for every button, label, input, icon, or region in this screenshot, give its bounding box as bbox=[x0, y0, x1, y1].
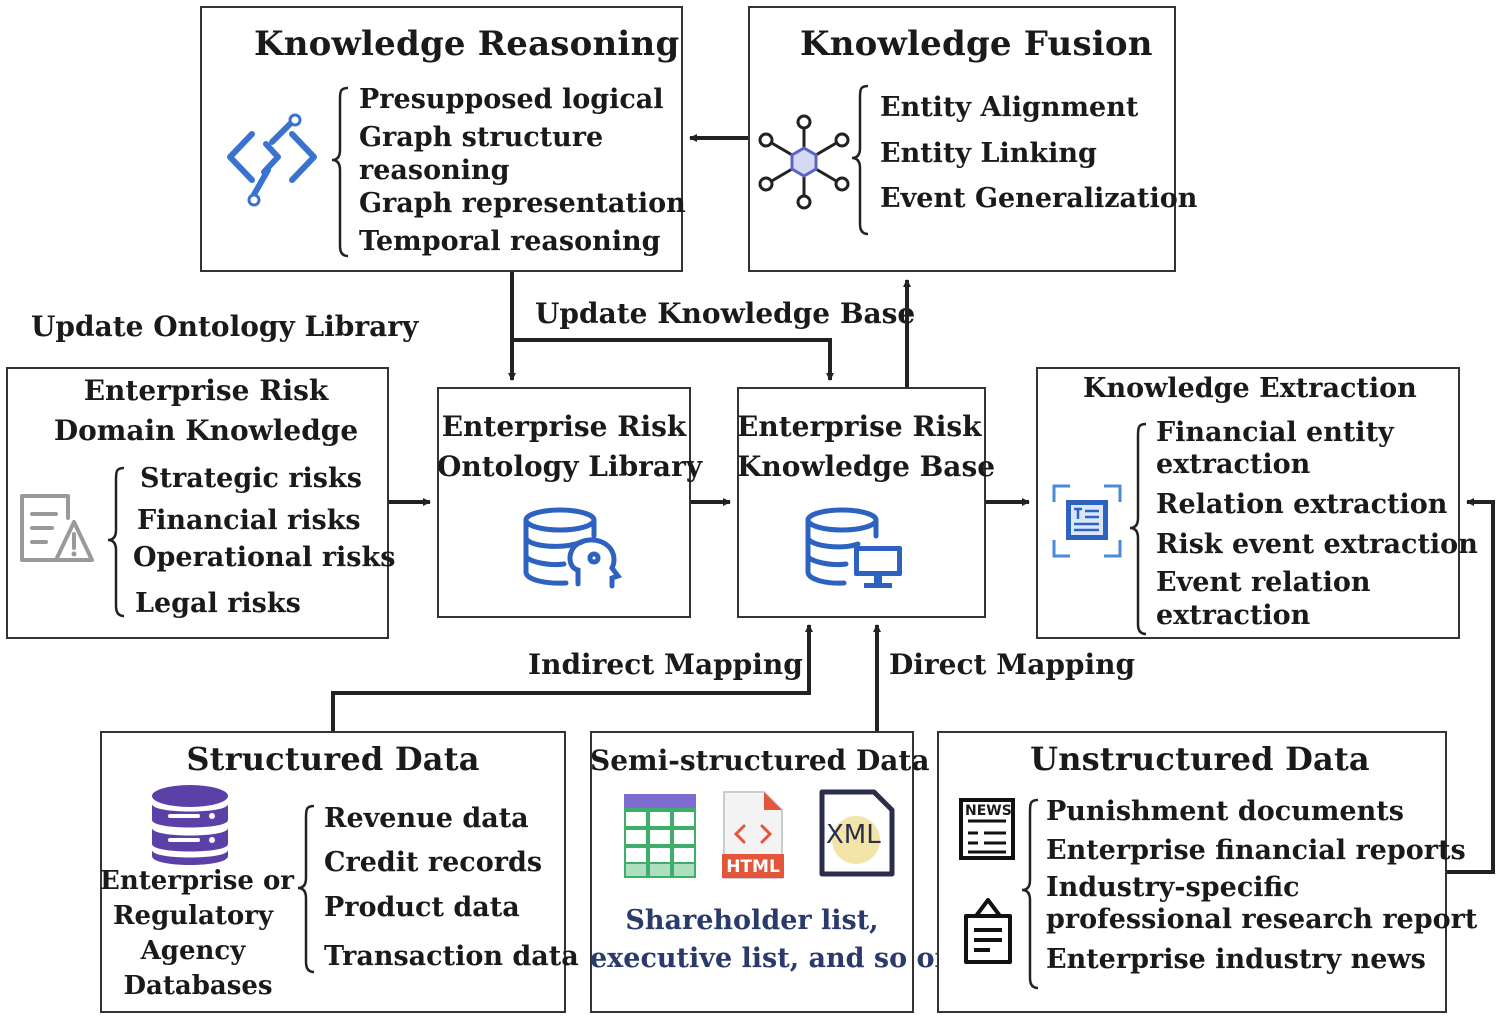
risk-item: Legal risks bbox=[135, 588, 301, 619]
update-knowledge-base-label: Update Knowledge Base bbox=[535, 297, 916, 330]
risk-item: Strategic risks bbox=[140, 463, 362, 494]
knowledge-fusion-title: Knowledge Fusion bbox=[800, 24, 1153, 64]
structured-item: Transaction data bbox=[324, 941, 579, 972]
brace-domain bbox=[107, 466, 125, 618]
unstructured-item: Punishment documents bbox=[1046, 796, 1404, 827]
source-label: Regulatory bbox=[112, 901, 274, 931]
arrow-unstructured-to-extraction bbox=[1447, 498, 1495, 874]
knowledge-base-title: Knowledge Base bbox=[737, 450, 996, 483]
brace-fusion bbox=[851, 84, 869, 236]
brace-unstructured bbox=[1021, 798, 1039, 990]
extraction-item: extraction bbox=[1156, 600, 1311, 631]
unstructured-data-box bbox=[937, 731, 1447, 1013]
arrow-to-knowledge-base bbox=[512, 338, 834, 381]
knowledge-base-title: Enterprise Risk bbox=[737, 410, 982, 443]
knowledge-extraction-title: Knowledge Extraction bbox=[1083, 373, 1417, 404]
brace-reasoning bbox=[331, 86, 349, 258]
fusion-item: Event Generalization bbox=[880, 183, 1198, 214]
extraction-item: extraction bbox=[1156, 449, 1311, 480]
unstructured-item: Industry-specific bbox=[1046, 872, 1300, 903]
semi-caption: Shareholder list, bbox=[625, 905, 879, 936]
document-warning-icon bbox=[20, 494, 94, 562]
html-file-label: HTML bbox=[726, 857, 780, 877]
xml-file-icon bbox=[819, 789, 895, 877]
ontology-library-title: Ontology Library bbox=[437, 450, 703, 483]
structured-item: Revenue data bbox=[324, 803, 529, 834]
code-link-icon bbox=[227, 113, 317, 207]
domain-knowledge-title: Domain Knowledge bbox=[53, 414, 359, 447]
knowledge-reasoning-box bbox=[200, 6, 683, 272]
update-ontology-library-label: Update Ontology Library bbox=[31, 310, 419, 343]
indirect-mapping-label: Indirect Mapping bbox=[528, 648, 803, 681]
database-stack-icon bbox=[152, 785, 228, 865]
database-head-icon bbox=[523, 507, 623, 589]
reasoning-item: Temporal reasoning bbox=[359, 226, 661, 257]
risk-item: Operational risks bbox=[133, 542, 396, 573]
xml-file-label: XML bbox=[826, 820, 881, 850]
source-label: Agency bbox=[140, 936, 246, 966]
reasoning-item: Graph structure bbox=[359, 122, 604, 153]
source-label: Enterprise or bbox=[100, 866, 294, 896]
fusion-item: Entity Linking bbox=[880, 138, 1097, 169]
risk-item: Financial risks bbox=[137, 505, 361, 536]
unstructured-item: Enterprise industry news bbox=[1046, 944, 1426, 975]
knowledge-reasoning-title: Knowledge Reasoning bbox=[254, 24, 680, 64]
newspaper-icon bbox=[959, 798, 1015, 860]
structured-data-box bbox=[100, 731, 566, 1013]
database-monitor-icon bbox=[805, 507, 902, 588]
structured-item: Credit records bbox=[324, 847, 543, 878]
html-file-icon bbox=[722, 791, 784, 879]
source-label: Databases bbox=[123, 971, 273, 1001]
extraction-item: Event relation bbox=[1156, 567, 1371, 598]
fusion-item: Entity Alignment bbox=[880, 92, 1139, 123]
ontology-library-title: Enterprise Risk bbox=[441, 410, 687, 443]
extraction-item: Financial entity bbox=[1156, 417, 1394, 448]
domain-knowledge-title: Enterprise Risk bbox=[83, 374, 329, 407]
arrow-indirect-mapping bbox=[331, 624, 813, 731]
knowledge-base-box bbox=[737, 387, 986, 618]
brace-extraction bbox=[1129, 422, 1147, 636]
reasoning-item: Graph representation bbox=[359, 188, 686, 219]
semi-structured-data-title: Semi-structured Data bbox=[590, 744, 930, 777]
extraction-item: Risk event extraction bbox=[1156, 529, 1478, 560]
structured-data-title: Structured Data bbox=[186, 740, 480, 778]
spreadsheet-icon bbox=[624, 794, 696, 878]
direct-mapping-label: Direct Mapping bbox=[889, 648, 1136, 681]
unstructured-data-title: Unstructured Data bbox=[1030, 740, 1370, 778]
semi-caption: executive list, and so on bbox=[590, 943, 955, 974]
ontology-library-box bbox=[437, 387, 691, 618]
newspaper-label: NEWS bbox=[965, 803, 1012, 819]
structured-item: Product data bbox=[324, 892, 520, 923]
network-hub-icon bbox=[758, 114, 850, 210]
brace-structured bbox=[297, 804, 315, 974]
reasoning-item: reasoning bbox=[359, 155, 510, 186]
unstructured-item: professional research report bbox=[1046, 904, 1478, 935]
clipboard-document-icon bbox=[964, 898, 1012, 964]
text-scan-icon bbox=[1052, 484, 1122, 558]
extraction-item: Relation extraction bbox=[1156, 489, 1448, 520]
knowledge-fusion-box bbox=[748, 6, 1176, 272]
unstructured-item: Enterprise financial reports bbox=[1046, 835, 1466, 866]
reasoning-item: Presupposed logical bbox=[359, 84, 664, 115]
